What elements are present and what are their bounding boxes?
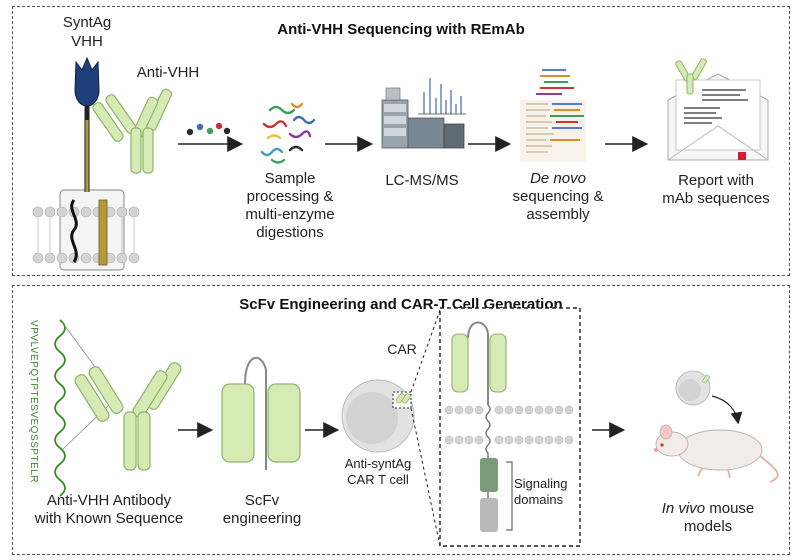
antibody-caption: Anti-VHH Antibody with Known Sequence [20, 492, 198, 528]
scfv-icon [221, 356, 301, 470]
step-sample-processing: Sample processing & multi-enzyme digesti… [238, 170, 342, 242]
sequence-text: VPVLVEPQTPTESVEQSSPTELR [28, 320, 39, 484]
signaling-caption-line2: domains [514, 492, 564, 507]
step-de-novo-line2: sequencing & [512, 188, 604, 205]
antibody-caption-line2: with Known Sequence [34, 510, 184, 527]
step-report-line2: mAb sequences [662, 190, 770, 207]
step-sample-line1: Sample [264, 170, 316, 187]
scfv-caption-line1: ScFv [244, 492, 280, 509]
in-vivo-italic: In vivo [661, 500, 706, 517]
step-sample-line4: digestions [256, 224, 324, 241]
step-report-line1: Report with [678, 172, 754, 189]
step-sample-line2: processing & [246, 188, 334, 205]
report-envelope-icon [667, 58, 769, 161]
lc-ms-instrument-icon [381, 78, 466, 149]
car-label: CAR [387, 341, 417, 357]
cart-caption-line2: CAR T cell [347, 472, 409, 487]
cart-caption-line1: Anti-syntAg [344, 456, 412, 471]
vhh-label: VHH [71, 33, 103, 50]
scfv-caption-line2: engineering [222, 510, 302, 527]
top-panel-title: Anti-VHH Sequencing with REmAb [277, 21, 525, 38]
mouse-caption-line2: models [683, 518, 733, 535]
peptide-fragments-icon [260, 102, 316, 164]
car-zoom-inset [439, 307, 581, 547]
step-report: Report with mAb sequences [652, 172, 780, 208]
car-t-cell-icon [341, 309, 441, 547]
sequence-assembly-icon [520, 69, 586, 162]
syntag-vhh-icon [32, 56, 140, 271]
mouse-caption: In vivo mouse models [638, 500, 778, 536]
step-sample-line3: multi-enzyme [245, 206, 335, 223]
cart-caption: Anti-syntAg CAR T cell [330, 456, 426, 488]
scfv-caption: ScFv engineering [212, 492, 312, 528]
de-novo-italic: De novo [530, 170, 586, 187]
anti-vhh-antibody-bottom-icon [74, 362, 182, 471]
step-de-novo: De novo sequencing & assembly [506, 170, 610, 224]
step-de-novo-line1: De novo [506, 170, 610, 188]
mouse-word: mouse [705, 500, 755, 517]
step-de-novo-line3: assembly [526, 206, 590, 223]
enzyme-beads-icon [186, 122, 231, 136]
anti-vhh-antibody-icon [92, 88, 173, 174]
mouse-model-icon [654, 370, 779, 483]
anti-vhh-label: Anti-VHH [136, 64, 200, 81]
syntag-label: SyntAg [62, 14, 112, 31]
antibody-caption-line1: Anti-VHH Antibody [46, 492, 172, 509]
step-lc-ms: LC-MS/MS [385, 172, 459, 189]
mouse-caption-line1: In vivo mouse [638, 500, 778, 518]
signaling-caption: Signaling domains [514, 476, 580, 508]
signaling-caption-line1: Signaling [514, 476, 568, 491]
